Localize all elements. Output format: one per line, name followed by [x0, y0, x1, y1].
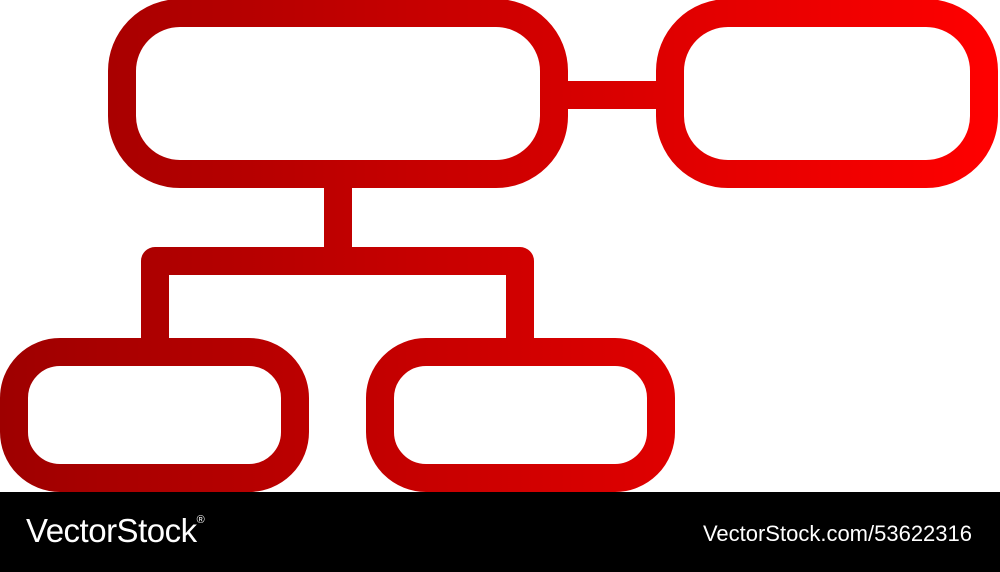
- brand-text: VectorStock: [26, 512, 197, 549]
- top-main-node: [108, 0, 568, 188]
- brand-registered-mark: ®: [196, 514, 205, 526]
- bottom-left-node: [0, 338, 309, 492]
- branch-connector: [141, 247, 534, 352]
- bottom-middle-node: [366, 338, 675, 492]
- watermark-footer: VectorStock® VectorStock.com/53622316: [0, 492, 1000, 572]
- top-right-node: [656, 0, 998, 188]
- brand-logo: VectorStock®: [26, 512, 205, 550]
- image-id-label: VectorStock.com/53622316: [702, 521, 972, 546]
- hierarchy-chart-icon: [0, 0, 998, 492]
